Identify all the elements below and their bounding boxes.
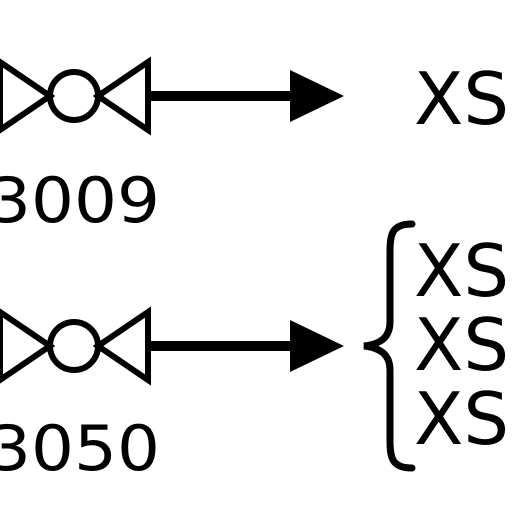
target-label: XS0 (414, 377, 512, 461)
target-label: XS0 (414, 303, 512, 387)
valve-icon (0, 306, 151, 386)
arrow-icon (148, 70, 344, 122)
valve-tag-label: 3050 (0, 412, 160, 485)
valve-tag-label: 3009 (0, 164, 160, 237)
valve-icon (0, 56, 151, 136)
target-label: XS0 (414, 229, 512, 313)
arrow-icon (148, 320, 344, 372)
brace-icon (363, 220, 416, 472)
target-label: XS0 (414, 57, 512, 141)
valve-group-bottom: 3050 XS0 XS0 XS0 (0, 220, 512, 485)
valve-group-top: 3009 XS0 (0, 56, 512, 237)
